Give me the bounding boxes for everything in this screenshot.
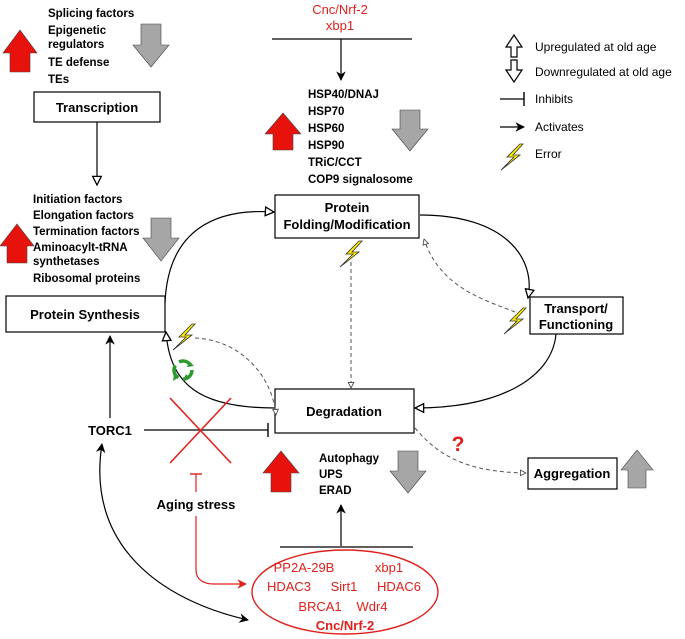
up-arrow-icon: [620, 449, 654, 489]
up-arrow-icon: [2, 29, 38, 73]
chaperone-item: HSP90: [308, 140, 344, 152]
inhibit-icon: [500, 92, 525, 106]
degradation-to-synthesis-arrow: [166, 332, 276, 409]
down-arrow-icon: [504, 59, 524, 84]
legend: Upregulated at old age Downregulated at …: [500, 33, 672, 171]
transcription-factor-item: Epigenetic: [48, 25, 107, 37]
top-regulator-2: xbp1: [326, 18, 354, 33]
transport-box: [529, 296, 624, 335]
regulator-wdr4: Wdr4: [356, 599, 387, 614]
top-regulator-1: Cnc/Nrf-2: [312, 2, 368, 17]
aggregation-box: [527, 457, 618, 490]
legend-activates-label: Activates: [535, 120, 584, 134]
up-arrow-icon: [504, 33, 524, 58]
torc1-to-ellipse-arrow: [95, 443, 249, 623]
aggregation-label: Aggregation: [534, 466, 611, 481]
regulator-hdac3: HDAC3: [267, 579, 311, 594]
translation-factor-item: synthetases: [33, 256, 99, 268]
synthesis-to-folding-arrow: [164, 212, 274, 304]
regulator-cnc-nrf2: Cnc/Nrf-2: [316, 618, 375, 633]
degradation-box: [274, 388, 415, 434]
degradation-factor-item: ERAD: [319, 485, 352, 497]
degradation-factor-item: Autophagy: [319, 453, 380, 465]
up-arrow-icon: [264, 112, 302, 151]
protein-folding-label-1: Protein: [325, 200, 370, 215]
chaperone-item: HSP70: [308, 106, 344, 118]
translation-factor-item: Termination factors: [33, 226, 140, 238]
regulator-hdac6: HDAC6: [377, 579, 421, 594]
chaperone-item: HSP60: [308, 123, 344, 135]
transcription-factor-list: Splicing factors Epigenetic regulators T…: [48, 8, 134, 86]
translation-factor-item: Initiation factors: [33, 194, 122, 206]
regulator-sirt1: Sirt1: [331, 579, 358, 594]
legend-inhibits-label: Inhibits: [535, 92, 573, 106]
legend-down-label: Downregulated at old age: [535, 65, 672, 79]
lightning-icon: [503, 307, 527, 335]
torc1-label: TORC1: [88, 423, 132, 438]
legend-error-label: Error: [535, 147, 562, 161]
translation-factor-item: Elongation factors: [33, 210, 134, 222]
chaperone-item: HSP40/DNAJ: [308, 89, 379, 101]
transcription-factor-item: TEs: [48, 74, 69, 86]
recycle-icon: [172, 359, 194, 381]
transport-to-folding-dashed: [424, 239, 516, 313]
degradation-to-aggregation-dashed: [414, 427, 526, 473]
protein-folding-label-2: Folding/Modification: [283, 217, 410, 232]
translation-factor-item: Aminoacylt-tRNA: [33, 242, 128, 254]
lightning-icon: [500, 143, 524, 171]
degradation-label: Degradation: [306, 404, 382, 419]
transport-label-2: Functioning: [539, 317, 613, 332]
unknown-mark: ?: [452, 433, 465, 456]
translation-factor-item: Ribosomal proteins: [33, 273, 140, 285]
lightning-icon: [339, 240, 363, 268]
transport-label-1: Transport/: [544, 301, 608, 316]
protein-synthesis-label: Protein Synthesis: [30, 307, 140, 322]
chaperone-list: HSP40/DNAJ HSP70 HSP60 HSP90 TRiC/CCT CO…: [308, 89, 413, 186]
down-arrow-icon: [389, 450, 427, 494]
transcription-factor-item: regulators: [48, 39, 104, 51]
legend-up-label: Upregulated at old age: [535, 40, 657, 54]
degradation-factor-item: UPS: [319, 469, 343, 481]
chaperone-item: COP9 signalosome: [308, 174, 413, 186]
folding-to-transport-arrow: [419, 214, 529, 298]
up-arrow-icon: [262, 450, 300, 493]
down-arrow-icon: [391, 109, 429, 152]
transcription-label: Transcription: [56, 100, 138, 115]
protein-folding-box: [274, 194, 420, 239]
lightning-icon: [172, 323, 196, 351]
transcription-factor-item: Splicing factors: [48, 8, 134, 20]
up-arrow-icon: [0, 223, 35, 264]
protein-synthesis-box: [5, 295, 166, 333]
translation-factor-list: Initiation factors Elongation factors Te…: [33, 194, 140, 285]
down-arrow-icon: [142, 217, 180, 262]
aging-stress-to-ellipse-arrow: [195, 516, 247, 589]
down-arrow-icon: [132, 23, 170, 68]
regulator-xbp1: xbp1: [375, 560, 403, 575]
regulator-ellipse: [251, 549, 439, 635]
degradation-factor-list: Autophagy UPS ERAD: [319, 453, 380, 497]
aging-stress-label: Aging stress: [157, 497, 236, 512]
regulator-brca1: BRCA1: [298, 599, 341, 614]
transcription-box: [33, 91, 161, 123]
synthesis-to-degradation-dashed: [194, 337, 276, 415]
regulator-pp2a: PP2A-29B: [274, 560, 335, 575]
transcription-factor-item: TE defense: [48, 57, 109, 69]
chaperone-item: TRiC/CCT: [308, 157, 362, 169]
transport-to-degradation-arrow: [415, 333, 557, 408]
